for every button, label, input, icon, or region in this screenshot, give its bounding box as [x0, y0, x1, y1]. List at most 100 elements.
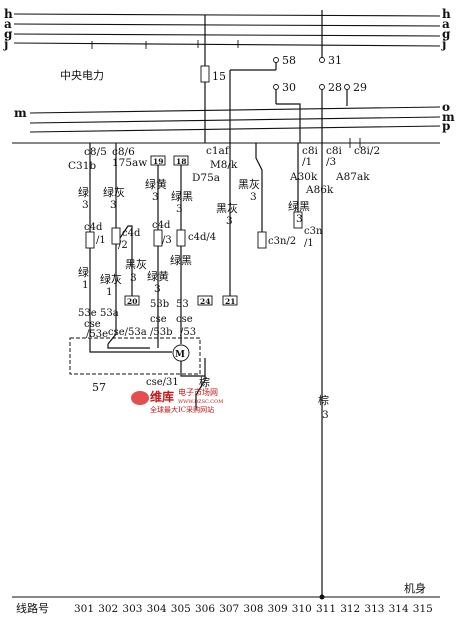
line-number-313: 313 [364, 603, 384, 615]
ground-node [12, 594, 440, 600]
wire-color-hh2: 黑灰 [216, 201, 238, 215]
connector-m8k: M8/k [210, 159, 238, 171]
connector-c3n-2: c3n/2 [268, 236, 296, 247]
line-number-315: 315 [413, 603, 433, 615]
connector-c8i-3: c8i [326, 145, 343, 157]
line-number-307: 307 [219, 603, 239, 615]
bus-label-left-g: g [4, 27, 13, 41]
line-number-302: 302 [98, 603, 118, 615]
connector-c3n-1-pin: /1 [304, 238, 314, 249]
fuse-label: 15 [212, 70, 226, 83]
relay-31-label: 31 [328, 54, 342, 67]
bus-label-right-p: p [442, 119, 450, 133]
ground-terminal-label: cse/31 [146, 377, 179, 388]
line-number-301: 301 [74, 603, 94, 615]
relay-31 [319, 10, 325, 63]
terminal-cse-3: cse [176, 314, 193, 325]
connector-c8i-1-pin: /1 [302, 156, 312, 168]
top-bus-lines [13, 13, 441, 47]
connector-c4d-2-pin: /2 [118, 240, 128, 251]
component-57: M [69, 337, 205, 377]
terminal-53b-sub: /53b [150, 327, 173, 338]
relay-29-label: 29 [353, 81, 367, 94]
wire-gauge-11: 1 [82, 279, 89, 291]
terminal-cse-1: cse [84, 319, 101, 330]
bus-label-left-a: a [4, 17, 12, 31]
svg-text:M: M [175, 350, 185, 360]
wire-color-zong1: 棕 [199, 375, 210, 389]
bus-label-right-o: o [442, 100, 450, 114]
bus-label-right-h: h [442, 7, 451, 21]
connector-c4d-1-pin: /1 [96, 235, 106, 246]
connector-c8-6: c8/6 [112, 146, 135, 158]
wire-color-lv2: 绿 [78, 265, 89, 279]
terminal-cse-2: cse [150, 314, 167, 325]
line-number-304: 304 [147, 603, 167, 615]
ground-label: 机身 [404, 581, 426, 595]
wire-color-lvh: 绿灰 [103, 185, 125, 199]
middle-bus-lines [29, 106, 441, 133]
connector-c8-5: c8/5 [84, 146, 107, 158]
wire-gauge-10: 3 [322, 409, 329, 421]
central-power-label: 中央电力 [60, 69, 104, 82]
top-bus-taps [91, 40, 239, 49]
line-number-303: 303 [122, 603, 142, 615]
bus-label-left-j: j [3, 37, 8, 51]
wire-color-hh3: 黑灰 [125, 257, 147, 271]
bus-label-right-g: g [442, 27, 451, 41]
wire-gauge-6: 3 [226, 215, 233, 227]
svg-text:21: 21 [225, 297, 235, 306]
connector-c3n-1: c3n [304, 226, 323, 237]
line-number-314: 314 [389, 603, 409, 615]
wire-gauge-4: 3 [176, 203, 183, 215]
line-number-308: 308 [243, 603, 263, 615]
connector-c1af: c1af [206, 145, 230, 157]
relay-58 [229, 57, 279, 143]
terminal-53-sub: /53 [180, 327, 196, 338]
connector-c8i-3-pin: /3 [326, 156, 336, 168]
wire-color-lvhei3: 绿黑 [170, 253, 192, 267]
watermark-logo-icon [131, 391, 149, 405]
tag-19: 19 [150, 155, 166, 166]
bus-label-right-m: m [442, 110, 455, 124]
tag-24: 24 [197, 295, 213, 306]
watermark-slogan: 全球最大IC采购网站 [150, 405, 214, 414]
terminal-53b: 53b [150, 299, 169, 310]
connector-175aw: 175aw [112, 157, 147, 169]
connector-d75a: D75a [192, 172, 220, 184]
wire-runs [85, 90, 323, 595]
tag-20: 20 [124, 295, 140, 306]
watermark-url: WWW.DZSC.COM [178, 399, 223, 405]
svg-text:18: 18 [176, 157, 186, 166]
line-number-305: 305 [171, 603, 191, 615]
wire-gauge-8: 3 [130, 272, 137, 284]
bus-label-mid-m: m [14, 106, 27, 120]
relay-29 [344, 84, 350, 106]
connector-c4d-3-pin: /3 [162, 235, 172, 246]
bus-label-left-h: h [4, 7, 13, 21]
line-number-310: 310 [292, 603, 312, 615]
connector-c4d-4: c4d/4 [188, 232, 216, 243]
connector-a30k: A30k [289, 171, 318, 183]
line-number-312: 312 [340, 603, 360, 615]
wire-gauge-9: 3 [154, 283, 161, 295]
wire-color-lvhei2: 绿黑 [288, 199, 310, 213]
relay-30 [273, 84, 279, 104]
relay-58-label: 58 [282, 54, 296, 67]
watermark: 维库 电子市场网 WWW.DZSC.COM 全球最大IC采购网站 [131, 387, 223, 414]
svg-text:24: 24 [200, 297, 210, 306]
wire-gauge-5: 3 [250, 191, 257, 203]
wire-gauge-1: 3 [82, 199, 89, 211]
terminal-53e-sub: /53e [86, 329, 108, 340]
svg-text:20: 20 [127, 297, 137, 306]
terminal-53: 53 [176, 299, 189, 310]
line-number-306: 306 [195, 603, 215, 615]
wire-gauge-7: 3 [296, 213, 303, 225]
tag-21: 21 [222, 295, 238, 306]
wire-color-lvh2: 绿灰 [100, 272, 122, 286]
wire-color-hh1: 黑灰 [238, 177, 260, 191]
relay-28 [319, 84, 325, 90]
wire-gauge-12: 1 [106, 286, 113, 298]
